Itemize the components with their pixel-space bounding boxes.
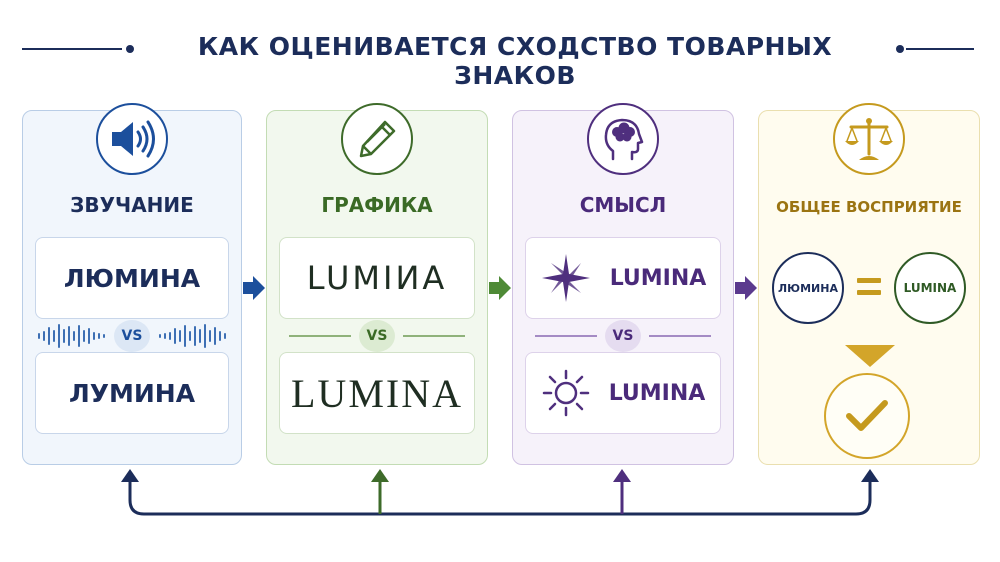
vs-row: VS <box>267 320 487 352</box>
panel-overall: ОБЩЕЕ ВОСПРИЯТИЕ ЛЮМИНА LUMINA <box>758 103 980 465</box>
page-title: КАК ОЦЕНИВАЕТСЯ СХОДСТВО ТОВАРНЫХ ЗНАКОВ <box>197 32 833 90</box>
sound-wave-icon <box>38 324 105 348</box>
vs-badge: VS <box>605 320 641 352</box>
word-bottom: ЛУМИНА <box>68 378 196 408</box>
title-dot-left <box>126 45 134 53</box>
vs-divider-left <box>289 335 351 337</box>
vs-badge: VS <box>114 320 150 352</box>
funnel-arrow-icon <box>845 345 895 367</box>
title-divider-left <box>22 48 122 50</box>
vs-row: VS <box>23 320 241 352</box>
panel-heading: ЗВУЧАНИЕ <box>70 193 194 217</box>
brain-head-icon <box>587 103 659 175</box>
panel-heading: ОБЩЕЕ ВОСПРИЯТИЕ <box>776 198 962 216</box>
meaning-card-top: LUMINA <box>525 237 721 319</box>
logo-sans-word: LUMIИA <box>306 259 448 297</box>
panel-graphics: ГРАФИКА LUMIИA VS LUMINA <box>266 103 488 465</box>
compare-circle-left: ЛЮМИНА <box>772 252 844 324</box>
title-divider-right <box>906 48 974 50</box>
word-left: ЛЮМИНА <box>778 281 838 295</box>
vs-divider-left <box>535 335 597 337</box>
check-icon <box>824 373 910 459</box>
speaker-icon <box>96 103 168 175</box>
vs-badge: VS <box>359 320 395 352</box>
word-bottom: LUMINA <box>608 380 706 406</box>
title-row: КАК ОЦЕНИВАЕТСЯ СХОДСТВО ТОВАРНЫХ ЗНАКОВ <box>0 24 1000 90</box>
title-dot-right <box>896 45 904 53</box>
panel-sound: ЗВУЧАНИЕ ЛЮМИНА VS ЛУМИНА <box>22 103 242 465</box>
scales-icon <box>833 103 905 175</box>
panel-meaning: СМЫСЛ LUMINA VS LUMINA <box>512 103 734 465</box>
arrow-right-icon <box>489 276 511 300</box>
arrow-right-icon <box>243 276 265 300</box>
panel-heading: СМЫСЛ <box>579 193 667 217</box>
star-icon <box>541 254 590 302</box>
equals-icon <box>857 278 881 298</box>
word-right: LUMINA <box>903 281 957 295</box>
meaning-card-bottom: LUMINA <box>525 352 721 434</box>
logo-card-top: LUMIИA <box>279 237 475 319</box>
vs-divider-right <box>403 335 465 337</box>
pencil-icon <box>341 103 413 175</box>
compare-circle-right: LUMINA <box>894 252 966 324</box>
word-card-top: ЛЮМИНА <box>35 237 229 319</box>
word-top: ЛЮМИНА <box>63 263 201 293</box>
vs-row: VS <box>513 320 733 352</box>
word-top: LUMINA <box>609 265 707 291</box>
arrow-right-icon <box>735 276 757 300</box>
word-card-bottom: ЛУМИНА <box>35 352 229 434</box>
sound-wave-icon <box>159 324 226 348</box>
panel-heading: ГРАФИКА <box>321 193 433 217</box>
vs-divider-right <box>649 335 711 337</box>
logo-serif-word: LUMINA <box>291 370 463 416</box>
logo-card-bottom: LUMINA <box>279 352 475 434</box>
sun-icon <box>542 369 589 417</box>
